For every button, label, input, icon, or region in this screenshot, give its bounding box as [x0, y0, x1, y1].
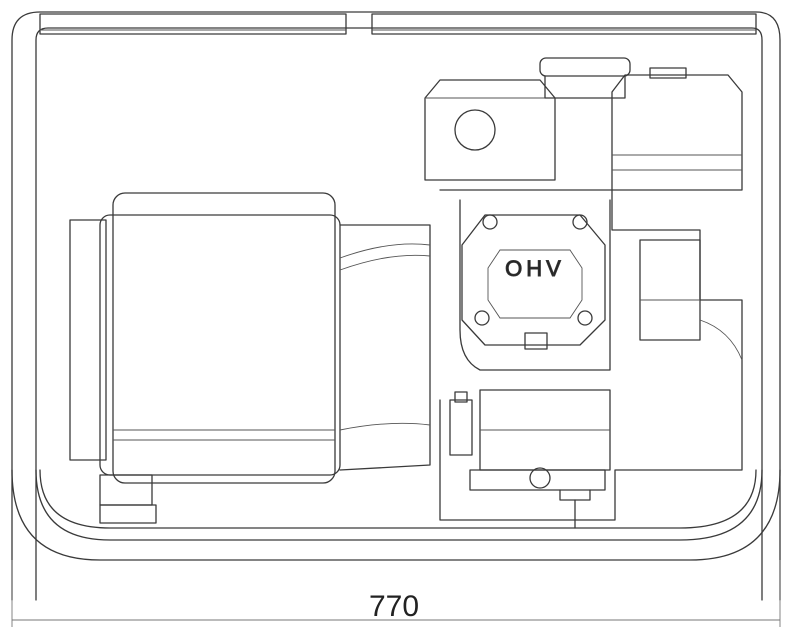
engine — [424, 57, 743, 529]
width-dimension-value: 770 — [368, 590, 420, 623]
engine-label: OHV — [505, 256, 565, 281]
frame — [11, 11, 781, 601]
alternator — [69, 192, 431, 524]
top-panels — [39, 13, 757, 35]
width-dimension-line — [11, 560, 781, 627]
